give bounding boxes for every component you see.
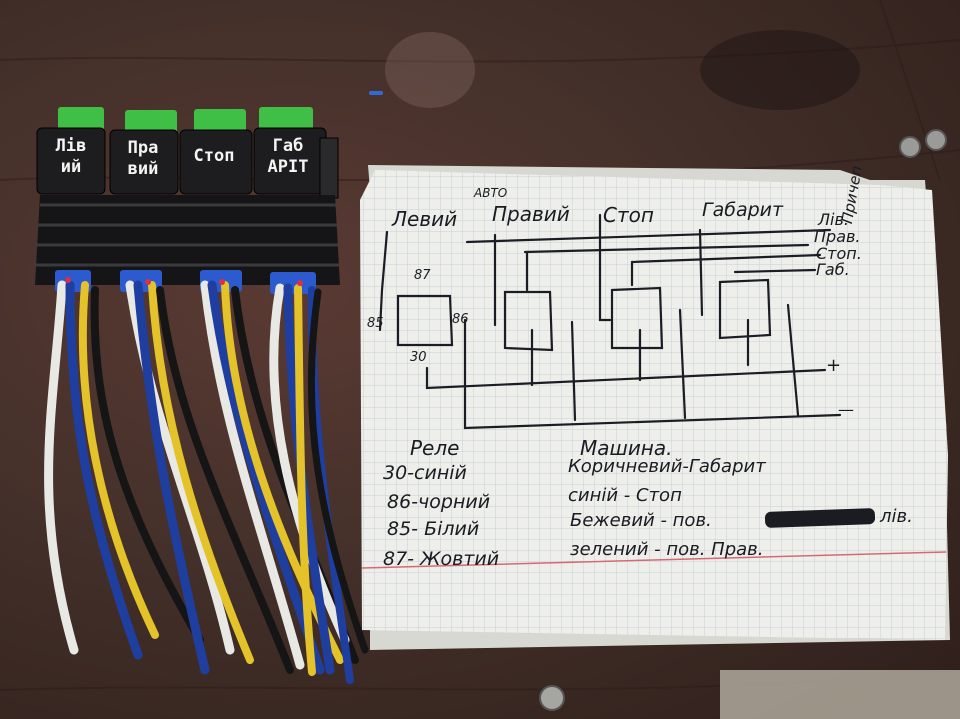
legend-relay-row: 86-чорний [387,491,491,513]
legend-car-header: Машина. [580,436,673,460]
diagram-column-stop: Стоп [603,203,654,227]
relay-label-line: Лів [55,136,87,156]
pin-87: 87 [414,268,431,283]
relay-label-stop: Стоп [182,146,246,200]
legend-relay-row: 85- Білий [387,518,480,540]
legend-car-row: Бежевий - пов. [570,510,712,531]
diagram-line-left: Лів. [818,210,849,229]
minus-rail-label: — [838,400,854,419]
relay-label-line: ий [60,157,82,177]
relay-label-line: APIT [267,157,309,177]
relay-label-marker: Габ APIT [256,136,320,190]
legend-car-row: зелений - пов. Прав. [570,539,764,560]
relay-label-line: вий [127,159,159,179]
diagram-column-right: Правий [492,202,570,226]
relay-label-line: Пра [127,138,159,158]
pin-86: 86 [452,312,469,327]
pin-30: 30 [410,350,427,365]
diagram-line-marker: Габ. [816,260,850,279]
relay-label-right: Пра вий [111,138,175,192]
diagram-line-stop: Стоп. [816,244,862,263]
legend-relay-row: 30-синій [383,462,467,484]
legend-relay-row: 87- Жовтий [383,548,500,570]
legend-car-row-suffix: лів. [880,506,913,527]
relay-label-line: Стоп [193,146,235,166]
legend-relay-header: Реле [410,436,460,460]
relay-label-line: Габ [272,136,304,156]
diagram-line-right: Прав. [814,227,861,246]
pin-85: 85 [367,316,384,331]
plus-rail-label: + [826,355,842,376]
legend-car-row: Коричневий-Габарит [568,456,766,477]
diagram-column-marker: Габарит [702,199,784,221]
diagram-column-left: Левий [392,207,458,231]
relay-label-left: Лів ий [39,136,103,190]
legend-car-row: синій - Стоп [568,485,682,506]
diagram-top-label: АВТО [474,186,508,200]
